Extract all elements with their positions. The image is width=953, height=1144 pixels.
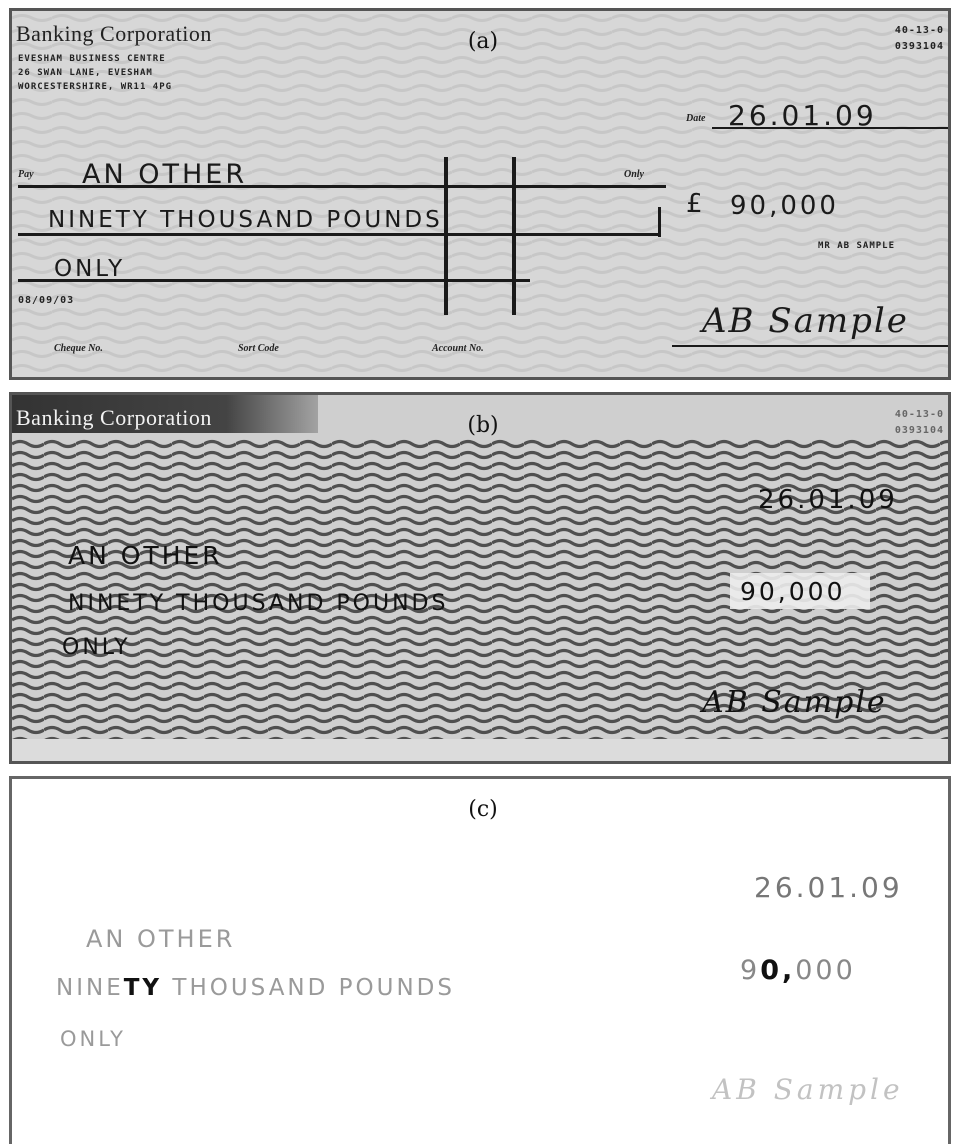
extracted-payee: AN OTHER: [86, 925, 236, 953]
extracted-amount-words-bold: TY: [123, 975, 163, 1001]
amount-words-line-2: ONLY: [54, 256, 126, 282]
panel-c-caption: (c): [468, 797, 498, 822]
sort-code-top: 40-13-0: [894, 409, 944, 420]
crossing-line-right: [512, 157, 516, 315]
payee-handwritten: AN OTHER: [68, 541, 223, 570]
bank-address-line-1: EVESHAM BUSINESS CENTRE: [18, 54, 166, 64]
crossing-line-left: [444, 157, 448, 315]
date-line: [712, 127, 948, 129]
extracted-amount-bold: 0,: [760, 955, 796, 986]
date-label: Date: [686, 113, 706, 124]
extracted-date: 26.01.09: [754, 871, 903, 904]
amount-words-line-2: ONLY: [62, 635, 131, 660]
amount-words-line-1: NINETY THOUSAND POUNDS: [48, 207, 443, 233]
extracted-amount-figures: 90,000: [740, 955, 856, 986]
bank-address-line-2: 26 SWAN LANE, EVESHAM: [18, 68, 153, 78]
account-no-label: Account No.: [432, 343, 484, 354]
date-value: 26.01.09: [728, 99, 877, 132]
extracted-amount-words-part-2: THOUSAND POUNDS: [162, 975, 455, 1001]
account-name: MR AB SAMPLE: [818, 241, 896, 251]
amount-words-line-1: NINETY THOUSAND POUNDS: [68, 591, 449, 616]
date-value: 26.01.09: [758, 485, 898, 515]
amount-box-left-edge: [658, 207, 661, 237]
extracted-signature: AB Sample: [712, 1073, 904, 1106]
issue-date: 08/09/03: [18, 295, 75, 306]
extracted-amount-words-line-2: ONLY: [60, 1027, 126, 1051]
bank-address-line-3: WORCESTERSHIRE, WR11 4PG: [18, 82, 173, 92]
payee-handwritten: AN OTHER: [82, 159, 248, 190]
panel-b-caption: (b): [467, 413, 499, 438]
amount-figures: 90,000: [730, 191, 839, 221]
extracted-amount-words-line-1: NINETY THOUSAND POUNDS: [56, 975, 455, 1001]
extracted-amount-part-2: 000: [795, 955, 856, 986]
panel-b-binarized-cheque: Banking Corporation (b) 40-13-0 0393104 …: [9, 392, 951, 764]
bank-name: Banking Corporation: [16, 405, 212, 430]
extracted-amount-words-part-1: NINE: [56, 975, 124, 1001]
amount-words-line-2-rule: [18, 279, 530, 282]
cheque-no-label: Cheque No.: [54, 343, 103, 354]
payee-line: [18, 185, 666, 188]
panel-a-caption: (a): [467, 29, 499, 54]
signature-line: [672, 345, 948, 347]
signature: AB Sample: [702, 685, 887, 720]
amount-words-line: [18, 233, 658, 236]
panel-a-original-cheque: (a) Banking Corporation EVESHAM BUSINESS…: [9, 8, 951, 380]
extracted-amount-part-1: 9: [740, 955, 761, 986]
account-code-top: 0393104: [894, 41, 944, 52]
pay-label: Pay: [18, 169, 34, 180]
bank-header-band: [12, 395, 318, 433]
amount-figures: 90,000: [740, 577, 846, 606]
bank-name: Banking Corporation: [16, 21, 212, 46]
signature: AB Sample: [702, 301, 909, 341]
sort-code-label: Sort Code: [238, 343, 279, 354]
sort-code-top: 40-13-0: [894, 25, 944, 36]
currency-symbol: £: [686, 189, 706, 219]
only-label: Only: [624, 169, 644, 180]
panel-c-extracted-handwriting: (c) 26.01.09 AN OTHER NINETY THOUSAND PO…: [9, 776, 951, 1144]
account-code-top: 0393104: [894, 425, 944, 436]
